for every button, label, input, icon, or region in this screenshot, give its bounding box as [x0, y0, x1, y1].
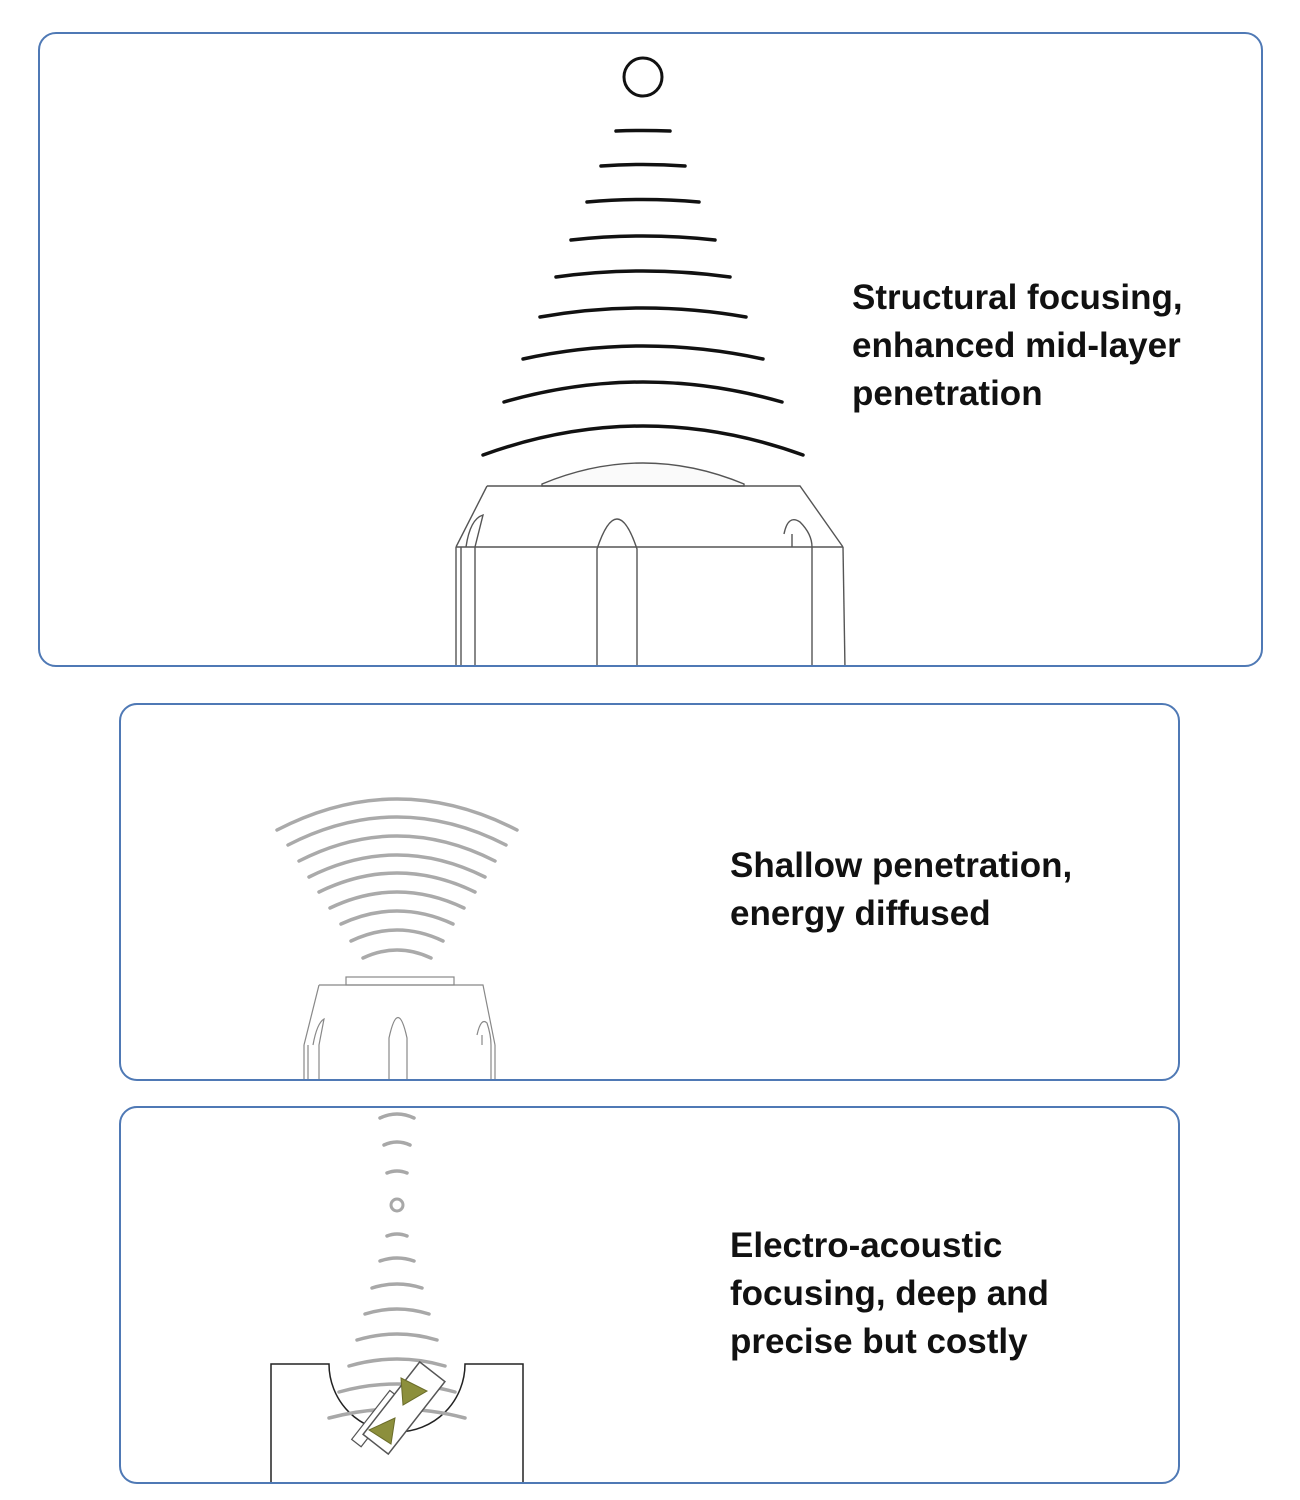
wave-arc	[382, 1140, 412, 1147]
focal-point-icon	[389, 1197, 405, 1213]
wave-arc	[307, 853, 487, 879]
electro-acoustic-panel: Electro-acoustic focusing, deep and prec…	[119, 1106, 1180, 1484]
diffused-wave-arcs	[275, 797, 519, 960]
wave-arc	[554, 269, 732, 279]
ultrasound-probe-icon	[455, 462, 846, 665]
wave-arc	[339, 909, 455, 926]
caption-line: enhanced mid-layer	[852, 326, 1181, 365]
wave-arc	[363, 1307, 431, 1316]
wave-arc	[361, 948, 433, 960]
caption-line: focusing, deep and	[730, 1274, 1049, 1313]
electro-acoustic-caption: Electro-acoustic focusing, deep and prec…	[730, 1222, 1049, 1366]
caption-line: Structural focusing,	[852, 278, 1183, 317]
wave-arc	[378, 1256, 416, 1263]
wave-arc	[538, 306, 748, 319]
caption-line: Electro-acoustic	[730, 1226, 1003, 1265]
wave-arc	[370, 1282, 424, 1290]
wave-arc	[337, 1382, 457, 1394]
wave-arc	[521, 344, 765, 361]
wave-arc	[569, 234, 717, 242]
wave-arc	[378, 1112, 416, 1120]
caption-line: precise but costly	[730, 1322, 1028, 1361]
wave-arc	[328, 890, 466, 910]
electronic-focused-wave-arcs	[327, 1112, 467, 1420]
wave-arc	[599, 162, 687, 168]
structural-focusing-panel: Structural focusing, enhanced mid-layer …	[38, 32, 1263, 667]
focal-point-icon	[622, 56, 664, 98]
shallow-penetration-illustration	[275, 797, 519, 1079]
electro-acoustic-illustration	[270, 1112, 524, 1482]
phased-array-transducer-icon	[350, 1360, 446, 1456]
wave-arc	[502, 380, 784, 404]
wave-arc	[614, 128, 672, 133]
wave-arc	[297, 834, 497, 863]
focused-wave-arcs	[481, 128, 805, 457]
wave-arc	[349, 928, 445, 943]
wave-arc	[355, 1332, 439, 1342]
shallow-penetration-caption: Shallow penetration, energy diffused	[730, 842, 1072, 938]
wave-arc	[347, 1357, 447, 1368]
caption-line: energy diffused	[730, 894, 991, 933]
wave-arc	[385, 1169, 409, 1175]
caption-line: Shallow penetration,	[730, 846, 1073, 885]
wave-arc	[385, 1232, 409, 1238]
structural-focusing-illustration	[455, 56, 846, 665]
wave-arc	[585, 197, 701, 204]
wave-arc	[481, 424, 805, 457]
wave-arc	[317, 871, 477, 894]
ultrasound-probe-icon	[303, 976, 496, 1079]
wave-arc	[275, 797, 519, 832]
caption-line: penetration	[852, 374, 1043, 413]
shallow-penetration-panel: Shallow penetration, energy diffused	[119, 703, 1180, 1081]
wave-arc	[286, 815, 508, 847]
structural-focusing-caption: Structural focusing, enhanced mid-layer …	[852, 274, 1183, 418]
